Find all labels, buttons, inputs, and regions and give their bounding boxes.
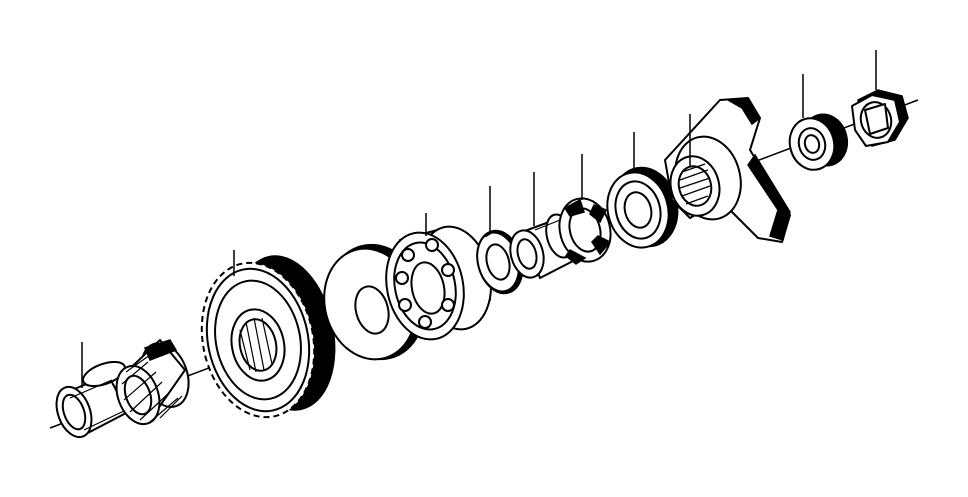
shaft-seal-part [606,166,679,249]
ball-bearing-part [385,225,492,341]
collar-nut-part [788,113,849,171]
lock-nut-part [851,89,909,147]
callout-leaders [81,50,877,388]
sleeve-part [55,360,129,439]
helical-gear-part [200,255,336,419]
speedometer-drive-gear-part [558,197,612,265]
needle-roller-bearing-part [115,339,190,426]
output-flange-part [664,97,791,243]
